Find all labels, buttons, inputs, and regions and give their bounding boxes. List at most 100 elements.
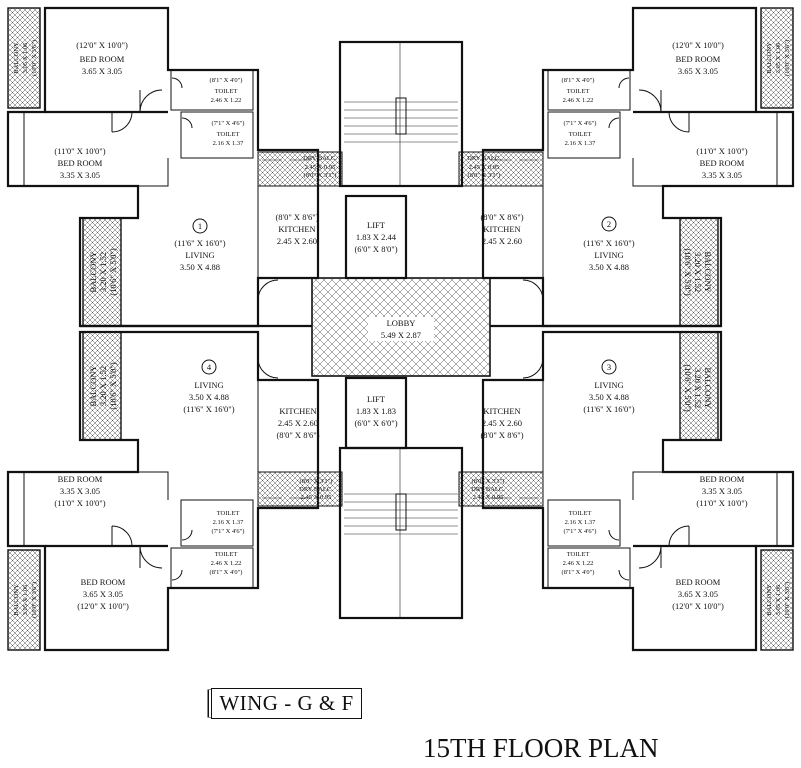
f3-living-dim: (11'6" X 16'0"): [583, 404, 634, 414]
f3-balcony-size: 3.20 X 1.52: [693, 368, 703, 408]
f4-drybalcony-name: DRY BALC.: [299, 486, 333, 493]
f2-living-size: 3.50 X 4.88: [589, 262, 629, 272]
f2-bedroom1-dim: (12'0" X 10'0"): [672, 40, 724, 50]
lift-2-name: LIFT: [367, 394, 386, 404]
flat-2-marker: [601, 216, 617, 232]
f2-toilet2-dim: (7'1" X 4'6"): [564, 120, 597, 127]
f2-small-balcony-dim: (10'0" X 3'6"): [784, 40, 791, 76]
lift-1-dim: (6'0" X 8'0"): [354, 244, 397, 254]
flat-1-number: 1: [198, 221, 202, 231]
f1-drybalcony-size: 2.45 X 0.95: [305, 164, 336, 171]
f3-living-size: 3.50 X 4.88: [589, 392, 629, 402]
f1-balcony-name: BALCONY: [88, 251, 98, 292]
f2-balcony-dim: (10'6" X 5'0"): [683, 248, 693, 295]
f2-living-name: LIVING: [594, 250, 623, 260]
f4-small-balcony-dim: (10'0" X 3'6"): [31, 582, 38, 618]
f1-living-size: 3.50 X 4.88: [180, 262, 220, 272]
f2-drybalcony-dim: (8'0" X 3'1"): [468, 172, 501, 179]
f2-small-balcony-size: 3.05 X 1.06: [775, 42, 782, 73]
f1-toilet1-name: TOILET: [215, 88, 238, 95]
f3-small-balcony-size: 3.05 X 1.06: [775, 584, 782, 615]
f3-toilet2-size: 2.16 X 1.37: [565, 519, 596, 526]
f4-toilet2-name: TOILET: [217, 510, 240, 517]
f3-kitchen-name: KITCHEN: [483, 406, 520, 416]
f3-toilet2-name: TOILET: [569, 510, 592, 517]
lobby-size: 5.49 X 2.87: [381, 330, 421, 340]
f2-toilet1-size: 2.46 X 1.22: [563, 97, 594, 104]
f3-toilet2-dim: (7'1" X 4'6"): [564, 528, 597, 535]
f2-toilet2-size: 2.16 X 1.37: [565, 140, 596, 147]
f1-small-balcony-name: BALCONY: [13, 42, 20, 74]
f3-toilet1-size: 2.46 X 1.22: [563, 560, 594, 567]
f1-toilet1-dim: (8'1" X 4'0"): [210, 77, 243, 84]
f1-small-balcony-dim: (10'0" X 3'6"): [31, 40, 38, 76]
f1-drybalcony-dim: (8'0" X 3'1"): [304, 172, 337, 179]
f4-toilet2-size: 2.16 X 1.37: [213, 519, 244, 526]
f4-bedroom1-name: BED ROOM: [81, 577, 126, 587]
f1-living-name: LIVING: [185, 250, 214, 260]
f4-balcony-dim: (10'6" X 5'0"): [108, 362, 118, 409]
f1-bedroom2-name: BED ROOM: [58, 158, 103, 168]
f4-kitchen-name: KITCHEN: [279, 406, 316, 416]
lift-2-dim: (6'0" X 6'0"): [354, 418, 397, 428]
f1-toilet2-name: TOILET: [217, 131, 240, 138]
f1-toilet2-dim: (7'1" X 4'6"): [212, 120, 245, 127]
f4-balcony-size: 3.20 X 1.52: [98, 366, 108, 406]
f2-drybalcony-size: 2.45 X 0.95: [469, 164, 500, 171]
f2-kitchen-dim: (8'0" X 8'6"): [480, 212, 523, 222]
f3-bedroom2-size: 3.35 X 3.05: [702, 486, 742, 496]
f3-kitchen-dim: (8'0" X 8'6"): [480, 430, 523, 440]
f4-living-dim: (11'6" X 16'0"): [183, 404, 234, 414]
f1-living-dim: (11'6" X 16'0"): [174, 238, 225, 248]
f1-bedroom1-name: BED ROOM: [80, 54, 125, 64]
f4-toilet2-dim: (7'1" X 4'6"): [212, 528, 245, 535]
f3-balcony-name: BALCONY: [703, 367, 713, 408]
f4-small-balcony-name: BALCONY: [13, 584, 20, 616]
f2-living-dim: (11'6" X 16'0"): [583, 238, 634, 248]
f2-bedroom2-size: 3.35 X 3.05: [702, 170, 742, 180]
f4-balcony-name: BALCONY: [88, 365, 98, 406]
flat-3-number: 3: [607, 362, 611, 372]
lift-2-size: 1.83 X 1.83: [356, 406, 396, 416]
f1-toilet1-size: 2.46 X 1.22: [211, 97, 242, 104]
f1-balcony-dim: (10'6" X 5'0"): [108, 248, 118, 295]
flat-2-number: 2: [607, 219, 611, 229]
f4-toilet1-size: 2.46 X 1.22: [211, 560, 242, 567]
f4-kitchen-size: 2.45 X 2.60: [278, 418, 318, 428]
f1-bedroom2-dim: (11'0" X 10'0"): [54, 146, 105, 156]
f3-bedroom1-dim: (12'0" X 10'0"): [672, 601, 724, 611]
f3-toilet1-name: TOILET: [567, 551, 590, 558]
f1-drybalcony-name: DRY BALC.: [303, 155, 337, 162]
flat-1-marker: [192, 218, 208, 234]
f4-bedroom2-dim: (11'0" X 10'0"): [54, 498, 105, 508]
f3-bedroom1-name: BED ROOM: [676, 577, 721, 587]
f2-bedroom1-size: 3.65 X 3.05: [678, 66, 718, 76]
f4-bedroom1-dim: (12'0" X 10'0"): [77, 601, 129, 611]
f3-bedroom1-size: 3.65 X 3.05: [678, 589, 718, 599]
f3-kitchen-size: 2.45 X 2.60: [482, 418, 522, 428]
f1-balcony-size: 3.20 X 1.52: [98, 252, 108, 292]
lift-1-size: 1.83 X 2.44: [356, 232, 397, 242]
f3-drybalcony-name: DRY BALC.: [471, 486, 505, 493]
flat-4-number: 4: [207, 362, 212, 372]
lobby-label-backing: [368, 317, 434, 341]
f2-toilet1-dim: (8'1" X 4'0"): [562, 77, 595, 84]
f1-bedroom1-dim: (12'0" X 10'0"): [76, 40, 128, 50]
lobby-name: LOBBY: [387, 318, 416, 328]
flat-3-marker: [601, 359, 617, 375]
f2-bedroom2-name: BED ROOM: [700, 158, 745, 168]
f1-kitchen-size: 2.45 X 2.60: [277, 236, 317, 246]
f3-bedroom2-name: BED ROOM: [700, 474, 745, 484]
f3-living-name: LIVING: [594, 380, 623, 390]
f2-kitchen-size: 2.45 X 2.60: [482, 236, 522, 246]
f4-toilet1-name: TOILET: [215, 551, 238, 558]
f1-kitchen-dim: (8'0" X 8'6"): [275, 212, 318, 222]
f3-drybalcony-size: 2.45 X 0.95: [473, 494, 504, 501]
f3-balcony-dim: (10'6" X 5'0"): [683, 364, 693, 411]
f3-drybalcony-dim: (8'0" X 3'1"): [472, 478, 505, 485]
f1-kitchen-name: KITCHEN: [278, 224, 315, 234]
f1-bedroom2-size: 3.35 X 3.05: [60, 170, 100, 180]
f1-toilet2-size: 2.16 X 1.37: [213, 140, 244, 147]
f4-bedroom1-size: 3.65 X 3.05: [83, 589, 123, 599]
